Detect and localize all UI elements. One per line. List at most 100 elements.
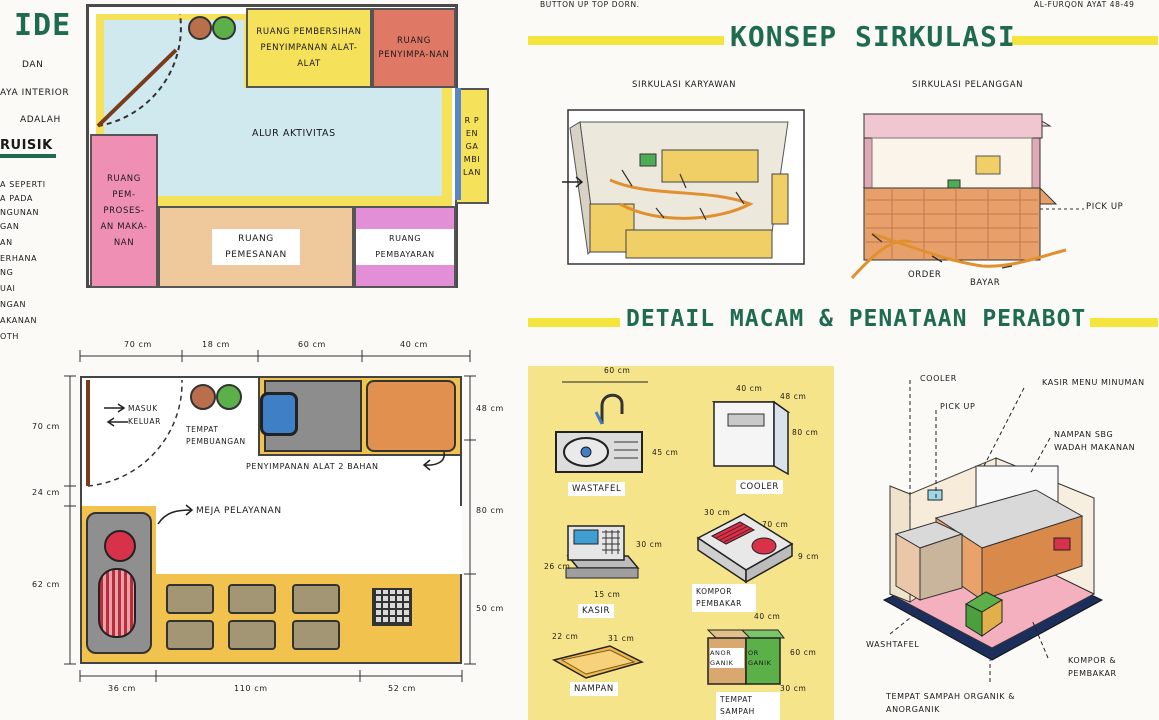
- dimension-lines: [64, 350, 476, 682]
- stove-w: 70 cm: [762, 520, 789, 529]
- left-line-3: ADALAH: [20, 115, 61, 125]
- left-body-6: ERHANA: [0, 254, 38, 263]
- furniture-title-bar-left: [528, 318, 620, 327]
- iso-label-stove: KOMPOR & PEMBAKAR: [1068, 656, 1117, 678]
- customer-circulation-drawing: [850, 113, 1067, 280]
- door-swing: [96, 13, 182, 128]
- dim-left-2: 24 cm: [32, 488, 60, 497]
- left-line-4: RUISIK: [0, 138, 53, 153]
- iso-label-cashier: KASIR MENU MINUMAN: [1042, 378, 1145, 387]
- dim-left-1: 70 cm: [32, 422, 60, 431]
- cutting-board: [366, 380, 456, 452]
- label-pay: BAYAR: [970, 278, 1001, 288]
- label-order: ORDER: [908, 270, 942, 280]
- left-body-8: UAI: [0, 284, 16, 293]
- sink-h: 45 cm: [652, 448, 679, 457]
- dim-bottom-3: 52 cm: [388, 684, 416, 693]
- dim-left-3: 62 cm: [32, 580, 60, 589]
- service-counter-cut: [156, 506, 462, 574]
- furniture-title: DETAIL MACAM & PENATAAN PERABOT: [626, 306, 1087, 332]
- furniture-title-bar-right: [1090, 318, 1158, 327]
- top-note-left: BUTTON UP TOP DORN.: [540, 0, 640, 9]
- tray-1: [166, 584, 214, 614]
- sink-drawing: [555, 381, 648, 473]
- left-body-11: OTH: [0, 332, 19, 341]
- left-body-10: AKANAN: [0, 316, 38, 325]
- tray-4: [166, 620, 214, 650]
- room-processing: RUANG PEM-PROSES-AN MAKA-NAN: [90, 134, 158, 288]
- activity-label: ALUR AKTIVITAS: [252, 128, 336, 139]
- dim-right-2: 80 cm: [476, 506, 504, 515]
- trash-drawing: [706, 629, 785, 685]
- dim-top-2: 18 cm: [202, 340, 230, 349]
- tray-label: NAMPAN: [570, 682, 618, 696]
- tray-5: [228, 620, 276, 650]
- iso-label-cooler: COOLER: [920, 374, 957, 383]
- trash-bin-green-icon: [212, 16, 236, 40]
- left-heading: IDE: [14, 8, 72, 43]
- kiosk-iso-drawing: [882, 457, 1104, 661]
- staff-circulation-drawing: [562, 109, 805, 265]
- cooler-h: 80 cm: [792, 428, 819, 437]
- label-service-table: MEJA PELAYANAN: [196, 506, 282, 516]
- cashier-drawing: [565, 525, 640, 579]
- stove-drawing: [696, 513, 794, 584]
- circulation-title-bar-left: [528, 36, 724, 45]
- dim-bottom-1: 36 cm: [108, 684, 136, 693]
- cooler-drawing: [711, 400, 791, 476]
- in-out-arrows: [104, 403, 128, 427]
- dim-top-1: 70 cm: [124, 340, 152, 349]
- cooler-label: COOLER: [736, 480, 783, 494]
- cooler-w: 40 cm: [736, 384, 763, 393]
- left-highlight: [0, 154, 56, 158]
- left-line-2: AYA INTERIOR: [0, 88, 70, 98]
- room-order: RUANG PEMESANAN: [158, 206, 354, 288]
- left-body-9: NGAN: [0, 300, 27, 309]
- cash-register-icon: [372, 588, 412, 626]
- trash-bin1-label: ANOR GANIK: [710, 648, 744, 668]
- left-body-7: NG: [0, 268, 14, 277]
- tray-6: [292, 620, 340, 650]
- circulation-title-bar-right: [1012, 36, 1158, 45]
- left-line-1: DAN: [22, 60, 44, 70]
- left-body-1: A SEPERTI: [0, 180, 46, 189]
- label-trash: TEMPAT PEMBUANGAN: [186, 425, 246, 446]
- label-pickup: PICK UP: [1086, 202, 1124, 212]
- tray-drawing: [551, 645, 645, 679]
- room-cleaning: RUANG PEMBERSIHAN PENYIMPANAN ALAT-ALAT: [246, 8, 372, 88]
- cashier-w: 15 cm: [594, 590, 621, 599]
- iso-label-sink: WASHTAFEL: [866, 640, 920, 649]
- dim-right-3: 50 cm: [476, 604, 504, 613]
- trash-d: 30 cm: [780, 684, 807, 693]
- tray-b: 31 cm: [608, 634, 635, 643]
- tray-a: 22 cm: [552, 632, 579, 641]
- dim-top-4: 40 cm: [400, 340, 428, 349]
- room-storage: RUANG PENYIMPA-NAN: [372, 8, 456, 88]
- staff-circulation-label: SIRKULASI KARYAWAN: [632, 80, 737, 90]
- dim-right-1: 48 cm: [476, 404, 504, 413]
- service-arrow: [157, 504, 194, 525]
- dim-bottom-2: 110 cm: [234, 684, 268, 693]
- door-swing-2: [86, 379, 183, 487]
- stove-label: KOMPOR PEMBAKAR: [692, 584, 756, 612]
- customer-circulation-label: SIRKULASI PELANGGAN: [912, 80, 1024, 90]
- label-in-out: MASUK KELUAR: [128, 404, 161, 426]
- kiosk-leaders: [889, 380, 1051, 682]
- pickup-window: [455, 88, 461, 200]
- cashier-d: 26 cm: [544, 562, 571, 571]
- stove-h: 9 cm: [798, 552, 819, 561]
- cooler-d: 48 cm: [780, 392, 807, 401]
- grill-grate: [98, 568, 136, 638]
- trash-w: 40 cm: [754, 612, 781, 621]
- sink-basin-icon: [260, 392, 298, 436]
- trash-bin-brown-icon: [188, 16, 212, 40]
- label-storage-tools: PENYIMPANAN ALAT 2 BAHAN: [246, 462, 379, 471]
- activity-zone-inner-2: [160, 88, 442, 196]
- dim-top-3: 60 cm: [298, 340, 326, 349]
- storage-arrow: [422, 451, 445, 471]
- iso-label-tray: NAMPAN SBG WADAH MAKANAN: [1054, 430, 1136, 452]
- iso-label-trash: TEMPAT SAMPAH ORGANIK & ANORGANIK: [886, 692, 1016, 714]
- circulation-title: KONSEP SIRKULASI: [730, 20, 1016, 53]
- trash-h: 60 cm: [790, 648, 817, 657]
- top-note-right: AL-FURQON AYAT 48-49: [1034, 0, 1135, 9]
